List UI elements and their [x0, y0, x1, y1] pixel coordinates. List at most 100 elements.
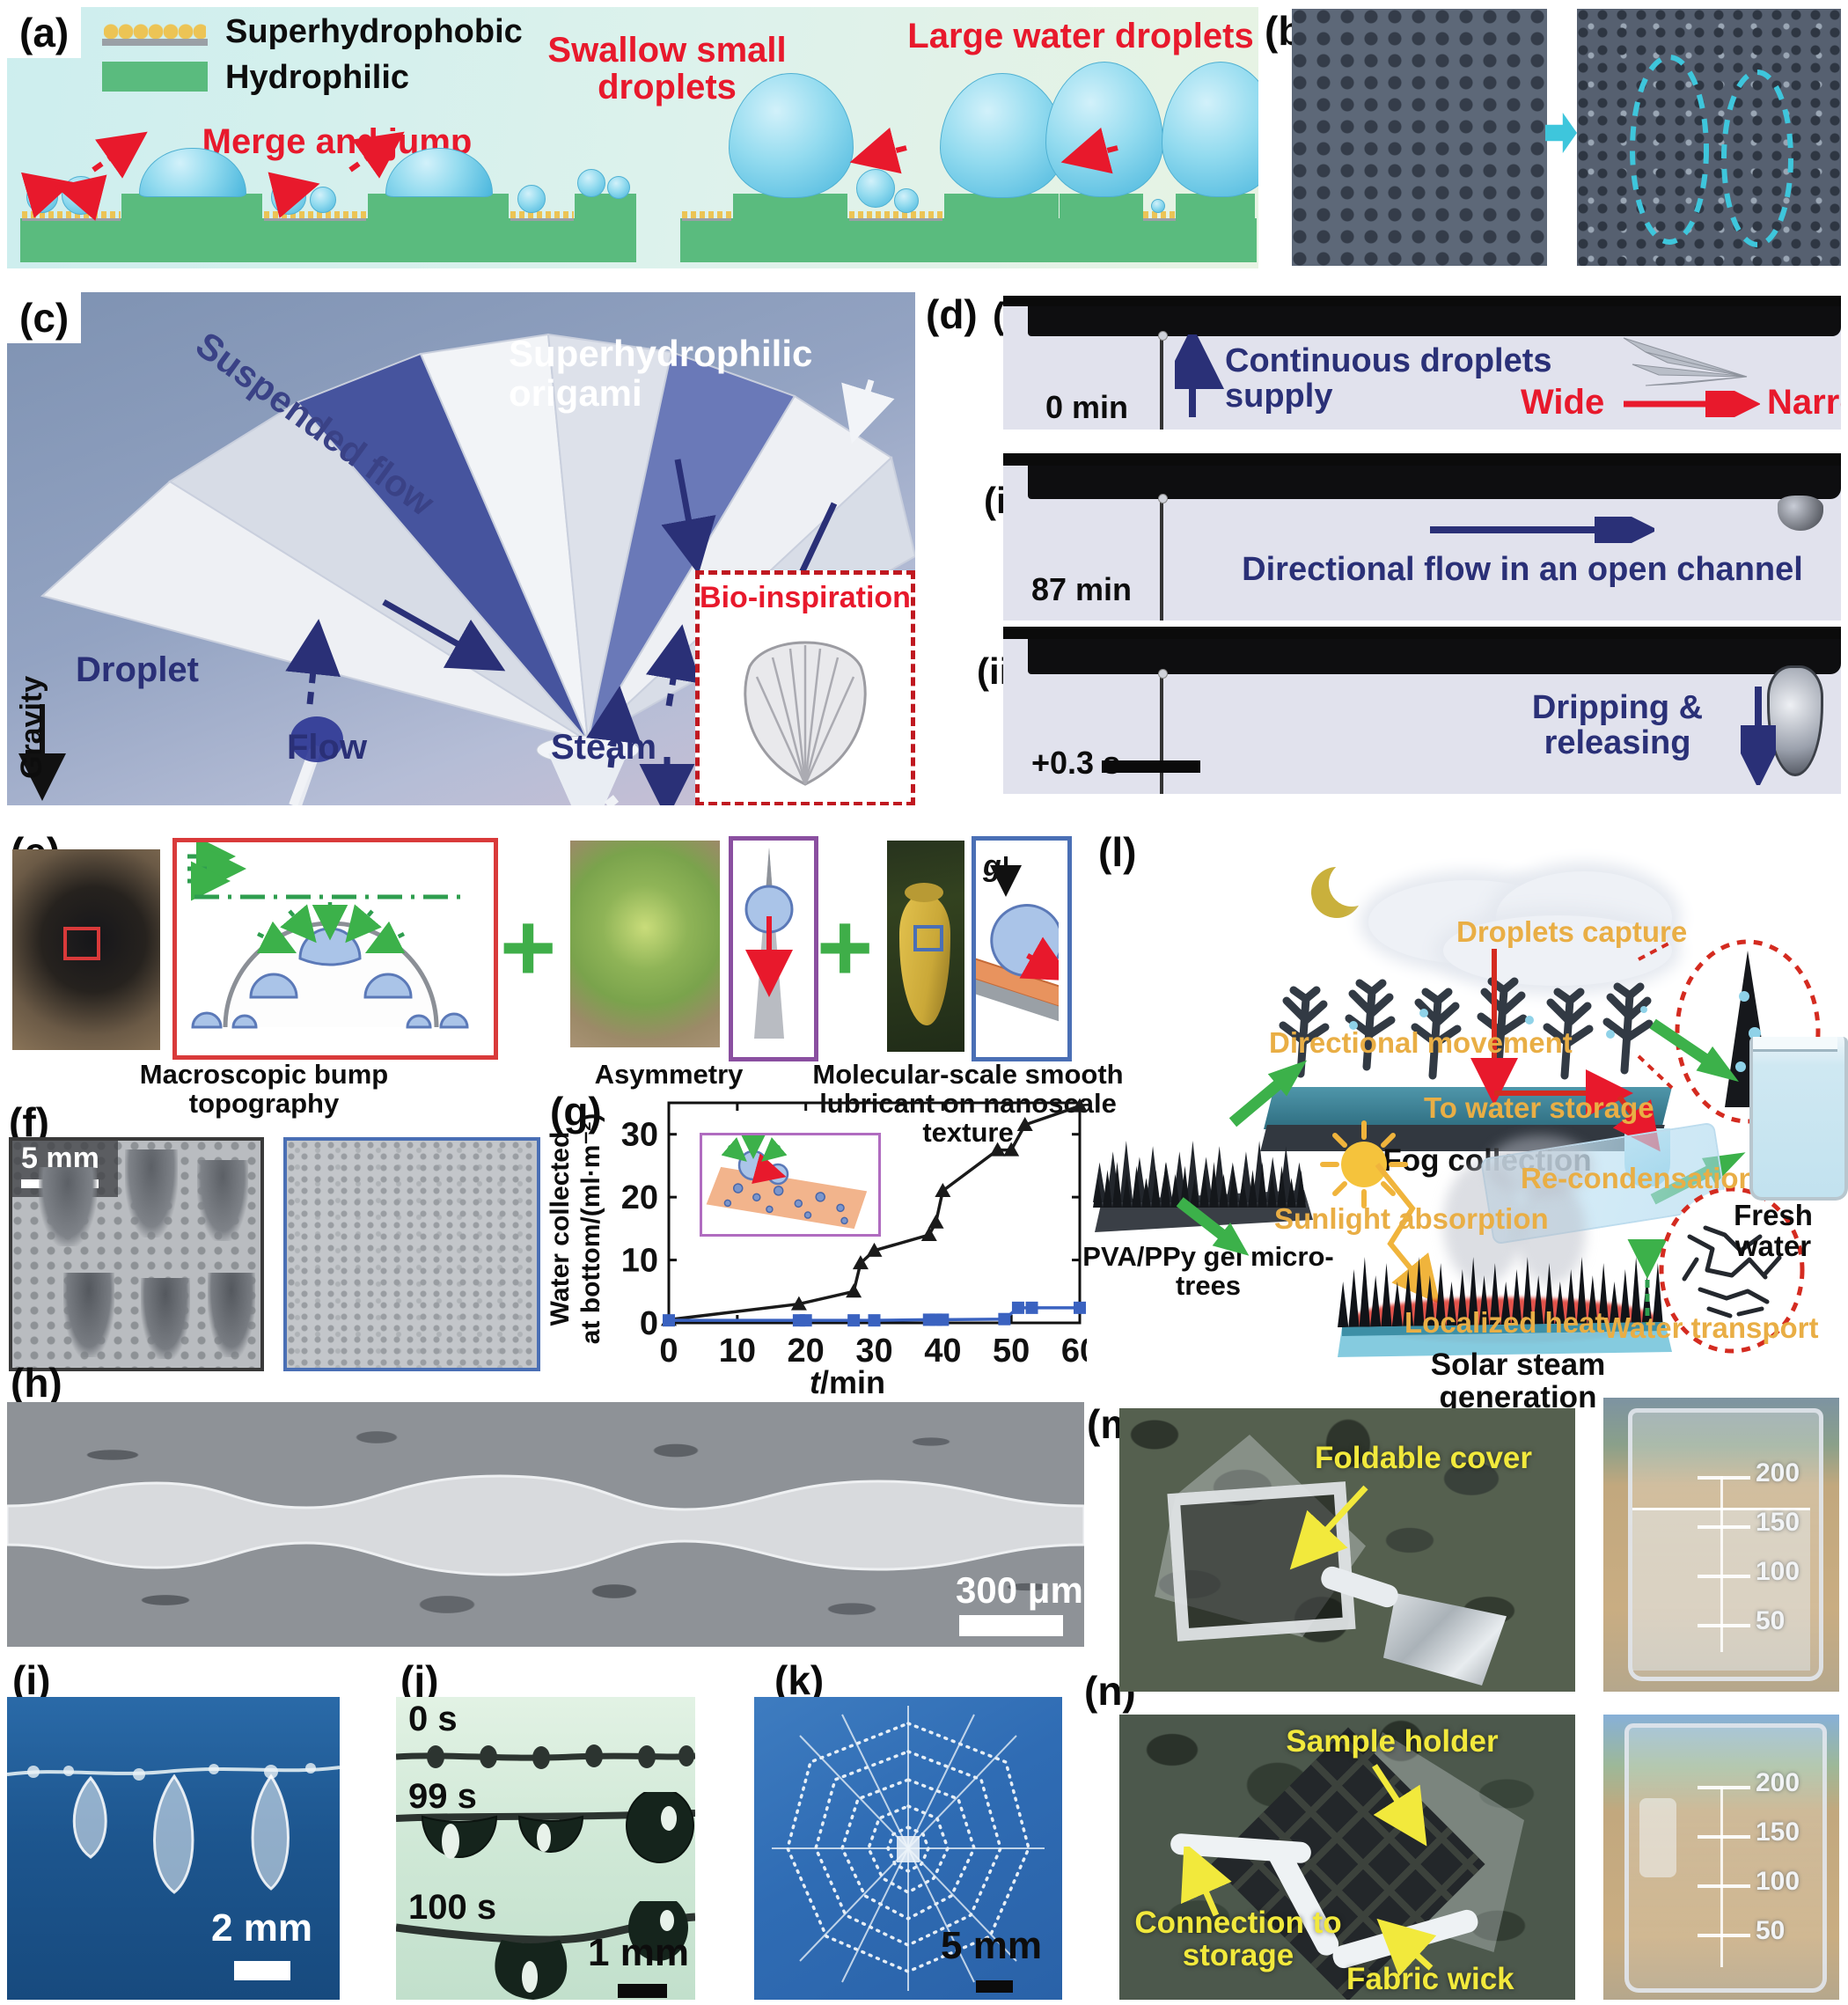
sun-icon: [1320, 1120, 1408, 1208]
panel-a-label: (a): [7, 7, 82, 58]
fog-harvesting-trees: [1265, 929, 1679, 1131]
directional-flow-label: Directional flow in an open channel: [1242, 551, 1803, 588]
chart-x-axis-label: t/min: [810, 1364, 886, 1400]
scale-bar: [959, 1615, 1063, 1636]
mesa: [368, 194, 509, 220]
panel-i-label: (i): [12, 1657, 51, 1703]
time-87min: 87 min: [1031, 571, 1133, 607]
panel-c-label: (c): [7, 292, 82, 343]
beaker: 200 150 100 50: [1628, 1408, 1823, 1681]
fresh-water-glass: [1749, 1037, 1848, 1201]
caption-bump-topography: Macroscopic bump topography: [139, 1059, 389, 1119]
bio-inspiration-inset: Bio-inspiration: [695, 570, 915, 805]
scale-bar: [976, 1980, 1013, 1993]
cone-droplet-diagram: [744, 848, 794, 1039]
to-water-storage-label: To water storage: [1424, 1091, 1654, 1124]
origami-title: Superhydrophilic origami: [509, 333, 813, 414]
droplet: [607, 176, 630, 199]
wide-label: Wide: [1521, 383, 1605, 422]
drip-arrow: [1741, 687, 1776, 785]
solar-absorber: [1338, 1239, 1672, 1358]
fresh-water-caption: Fresh water: [1734, 1199, 1813, 1262]
connection-arrow: [1180, 1847, 1232, 1917]
graduation-200: 200: [1756, 1458, 1800, 1487]
droplets-capture-label: Droplets capture: [1456, 915, 1688, 948]
solar-steam-caption: Solar steam generation: [1430, 1348, 1606, 1415]
large-droplet: [729, 73, 854, 198]
droplet-label: Droplet: [76, 650, 199, 689]
svg-text:50: 50: [993, 1333, 1030, 1370]
micro-tree-spikes: [1093, 1141, 1313, 1232]
panel-l-label: (l): [1098, 829, 1137, 875]
slippery-bump-inset-diagram: [706, 1135, 868, 1229]
superhydrophobic-strip: [1143, 211, 1176, 221]
superhydrophobic-legend-label: Superhydrophobic: [225, 13, 523, 50]
re-condensation-label: Re-condensation: [1521, 1162, 1756, 1194]
water-transport-label: Water transport: [1603, 1311, 1819, 1344]
graduation-100: 100: [1756, 1557, 1800, 1586]
panel-j-label: (j): [400, 1657, 439, 1703]
scale-label: 300 μm: [956, 1569, 1083, 1611]
graduation-50: 50: [1756, 1916, 1786, 1945]
droplet: [517, 185, 546, 213]
scale-bar: [1102, 760, 1200, 773]
beaded-fiber-0s: [396, 1744, 695, 1769]
water-path-outlines: [1630, 55, 1793, 247]
caption-large-droplets: Large water droplets: [907, 17, 1254, 55]
fiber-with-droplets: [7, 1763, 340, 1894]
svg-text:40: 40: [924, 1333, 961, 1370]
superhydrophobic-strip: [682, 211, 731, 221]
fog-cloud: [1443, 915, 1672, 986]
panel-k-label: (k): [774, 1657, 825, 1703]
lubricant-inset: g: [972, 836, 1072, 1061]
bio-inspiration-title: Bio-inspiration: [700, 581, 911, 614]
panel-m-beaker-photo: 200 150 100 50: [1603, 1398, 1839, 1692]
wide-narrow-arrow: [1624, 391, 1760, 417]
asymmetry-inset: [729, 836, 818, 1061]
mesa: [733, 194, 847, 220]
scale-bar: [618, 1984, 667, 1998]
chart-inset-diagram: [700, 1133, 881, 1237]
svg-text:g: g: [982, 849, 1001, 883]
cactus-photo: [570, 841, 720, 1047]
panel-d-frame-ii: 87 min Directional flow in an open chann…: [1003, 453, 1841, 621]
gravity-label: Gravity: [14, 675, 48, 780]
bump-topography-inset: [172, 838, 498, 1060]
time-99s: 99 s: [408, 1777, 477, 1816]
gel-micro-tree-array: [1093, 1116, 1313, 1239]
sample-holder-arrow: [1372, 1764, 1427, 1847]
hydrophilic-legend-label: Hydrophilic: [225, 59, 410, 96]
water-transport-zoom: [1659, 1186, 1805, 1354]
superhydrophobic-strip: [849, 211, 942, 221]
graduation-200: 200: [1756, 1768, 1800, 1797]
graduation-100: 100: [1756, 1867, 1800, 1896]
scale-label: 2 mm: [211, 1906, 312, 1950]
process-arrow-icon: [1545, 113, 1577, 153]
scale-bar: [234, 1961, 290, 1980]
panel-d-frame-i: 0 min Continuous droplets supply Wide Na…: [1003, 296, 1841, 430]
svg-text:20: 20: [788, 1333, 825, 1370]
svg-text:0: 0: [659, 1333, 678, 1370]
mesa: [121, 194, 262, 220]
panel-m-device-photo: Foldable cover: [1119, 1408, 1575, 1692]
mesa: [944, 194, 1059, 220]
svg-text:30: 30: [855, 1333, 892, 1370]
dripping-label: Dripping & releasing: [1531, 689, 1704, 762]
graduation-150: 150: [1756, 1508, 1800, 1537]
panel-d-frame-iii: Dripping & releasing +0.3 s: [1003, 627, 1841, 794]
panel-h-label: (h): [11, 1360, 62, 1406]
substrate-2: [680, 218, 1067, 262]
caption-asymmetry: Asymmetry: [594, 1059, 744, 1090]
absorber-graphics: [1338, 1239, 1672, 1357]
flow-direction-arrow: [1430, 517, 1654, 543]
panel-d-label: (d): [926, 291, 978, 337]
time-0s: 0 s: [408, 1700, 458, 1738]
time-0min: 0 min: [1045, 389, 1129, 425]
substrate-1: [20, 218, 636, 262]
svg-text:60: 60: [1061, 1333, 1087, 1370]
droplet: [577, 169, 605, 197]
time-100s: 100 s: [408, 1888, 497, 1927]
steam-label: Steam: [551, 728, 657, 767]
moon-mask: [1329, 861, 1375, 907]
